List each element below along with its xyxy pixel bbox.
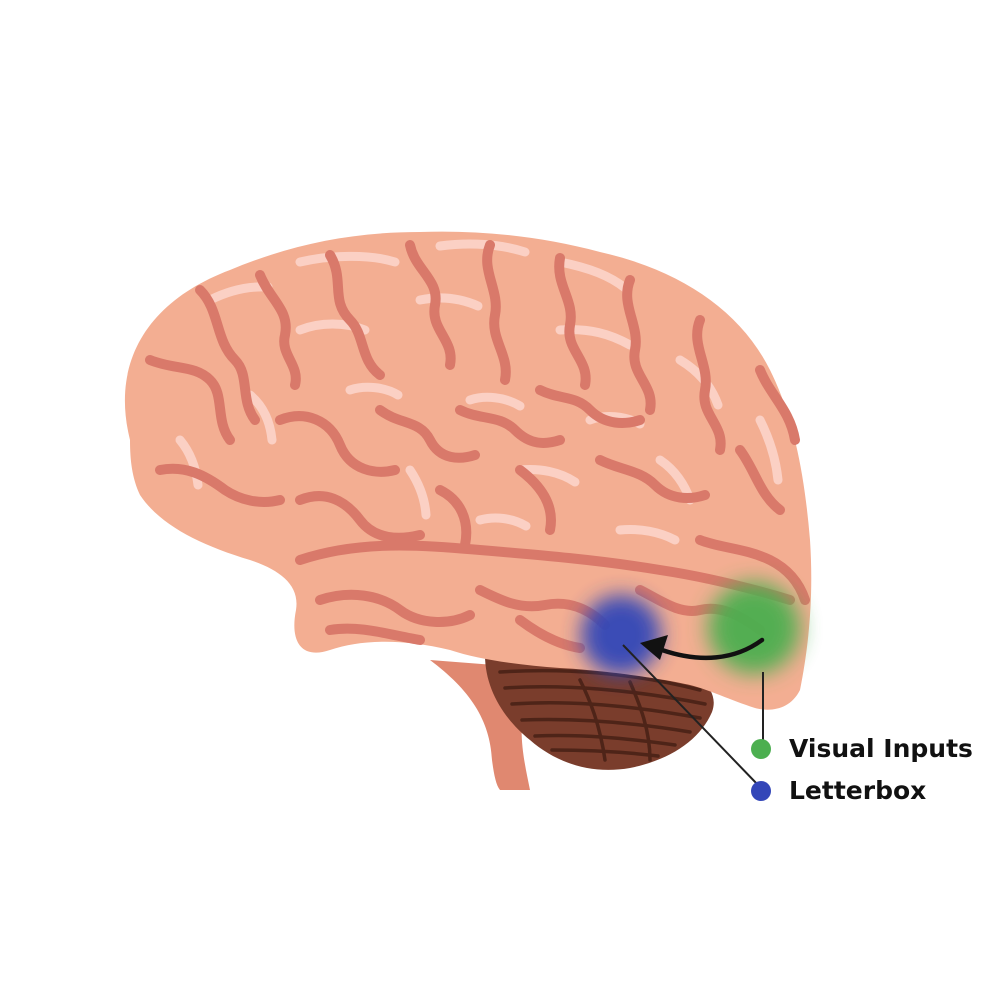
flow-arrow: [659, 637, 765, 661]
cerebellum-folds: [498, 668, 707, 762]
legend-label-letterbox: Letterbox: [789, 776, 927, 805]
brain-sulci: [145, 240, 810, 653]
flow-arrow-head: [640, 635, 668, 660]
visual-inputs-region: [708, 582, 800, 674]
letterbox-region: [581, 595, 661, 675]
legend-item-letterbox: Letterbox: [751, 776, 926, 805]
blue-dot-icon: [751, 780, 771, 801]
letterbox-leader-line: [622, 644, 760, 787]
legend-label-visual-inputs: Visual Inputs: [789, 734, 973, 763]
legend-item-visual-inputs: Visual Inputs: [751, 734, 973, 763]
gyri-highlights: [175, 239, 783, 545]
green-dot-icon: [751, 738, 771, 759]
